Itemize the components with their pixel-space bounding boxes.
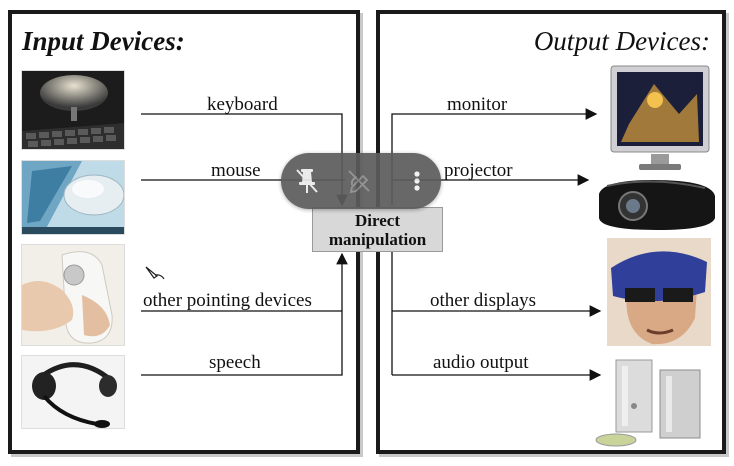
label-mouse: mouse: [211, 160, 261, 181]
label-other-displays: other displays: [430, 290, 537, 311]
unpin-icon[interactable]: [291, 165, 323, 197]
keyboard-photo: [21, 70, 125, 150]
direct-manipulation-box: Direct manipulation: [312, 207, 443, 252]
pen-cursor-icon: [143, 264, 167, 287]
label-other-pointing-devices: other pointing devices: [143, 290, 312, 311]
label-audio-output: audio output: [433, 352, 529, 373]
direct-manipulation-line1: Direct: [355, 211, 400, 230]
direct-manipulation-line2: manipulation: [328, 230, 427, 249]
headset-photo: [21, 355, 125, 429]
label-keyboard: keyboard: [207, 94, 278, 115]
monitor-photo: [609, 64, 711, 172]
more-options-icon[interactable]: [401, 165, 433, 197]
label-projector: projector: [444, 160, 513, 181]
hide-annotations-icon[interactable]: [343, 165, 375, 197]
pointing-device-photo: [21, 244, 125, 346]
speakers-photo: [594, 356, 720, 448]
head-mounted-display-photo: [607, 238, 711, 346]
label-speech: speech: [209, 352, 261, 373]
input-devices-heading: Input Devices:: [22, 26, 185, 56]
projector-photo: [593, 174, 720, 234]
mouse-photo: [21, 160, 125, 235]
output-devices-heading: Output Devices:: [533, 26, 710, 56]
speech-connector: [141, 252, 348, 376]
label-monitor: monitor: [447, 94, 508, 115]
annotation-toolbar[interactable]: [281, 153, 441, 209]
